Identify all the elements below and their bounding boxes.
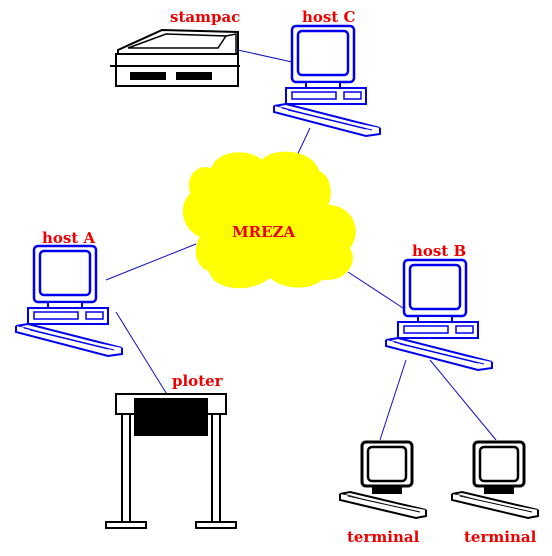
link-hosta-plotter (115, 311, 169, 397)
printer-icon (110, 28, 240, 87)
host-a-workstation-icon (14, 244, 124, 358)
network-cloud: MREZA (182, 151, 356, 289)
link-hostb-network (347, 271, 407, 311)
plotter-label: ploter (172, 372, 224, 390)
host-a-label: host A (42, 229, 96, 247)
link-hostb-terminal2 (429, 359, 497, 441)
host-b-workstation-icon (384, 258, 494, 372)
host-c-workstation-icon (272, 24, 382, 138)
host-c-label: host C (302, 8, 356, 26)
printer-label: stampac (170, 8, 240, 26)
link-printer-hostc (237, 49, 293, 63)
terminal-2-label: terminal (464, 528, 537, 546)
link-hosta-network (105, 243, 197, 281)
link-hostb-terminal1 (379, 359, 407, 441)
terminal-2-icon (450, 440, 540, 520)
terminal-1-label: terminal (347, 528, 420, 546)
terminal-1-icon (338, 440, 428, 520)
network-label: MREZA (232, 223, 295, 241)
host-b-label: host B (412, 242, 466, 260)
plotter-icon (105, 393, 237, 529)
